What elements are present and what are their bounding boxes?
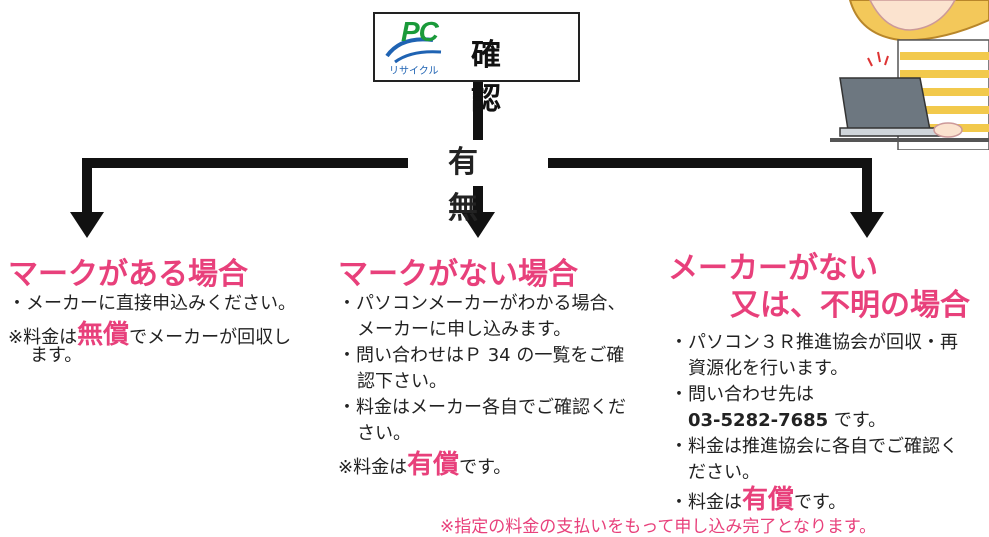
col2-line4: 認下さい。 [357, 371, 447, 392]
pc-recycle-logo-icon [385, 37, 442, 64]
col3-fee-line: ・料金は有償です。 [670, 487, 846, 516]
col2-line2: メーカーに申し込みます。 [357, 319, 572, 340]
col3-fee-word: 有償 [742, 485, 795, 515]
col2-fee-suffix: です。 [459, 457, 512, 478]
col2-line6: さい。 [357, 423, 411, 444]
connector-left [82, 158, 92, 220]
col3-fee-prefix: ・料金は [670, 492, 742, 513]
col1-fee-cont: ます。 [30, 345, 83, 366]
heading-unknown: 又は、不明の場合 [730, 288, 970, 323]
col2-fee-line: ※料金は有償です。 [338, 452, 511, 481]
arrow-right [850, 212, 884, 238]
col3-line6: ださい。 [688, 462, 760, 483]
col2-line3: ・問い合わせはＰ 34 の一覧をご確 [338, 345, 625, 366]
heading-mark-present: マークがある場合 [8, 257, 248, 292]
heading-no-maker: メーカーがない [668, 251, 878, 286]
col2-line5: ・料金はメーカー各自でご確認くだ [338, 397, 626, 418]
arrow-left [70, 212, 104, 238]
col3-phone: 03-5282-7685 [688, 410, 829, 431]
pc-logo-text: PC [401, 16, 439, 47]
connector-right [862, 158, 872, 220]
presence-label: 有 無 [408, 140, 548, 226]
col3-line5: ・料金は推進協会に各自でご確認く [670, 436, 958, 457]
heading-mark-absent: マークがない場合 [338, 257, 578, 292]
col3-line3: ・問い合わせ先は [670, 384, 814, 405]
connector-middle [473, 186, 483, 220]
pc-logo-subtext: リサイクル [389, 66, 439, 77]
footer-note: ※指定の料金の支払いをもって申し込み完了となります。 [440, 517, 877, 537]
arrow-middle [461, 212, 495, 238]
col3-line2: 資源化を行います。 [688, 358, 849, 379]
col3-fee-suffix: です。 [794, 492, 847, 513]
col1-fee-word: 無償 [77, 320, 130, 350]
col1-fee-prefix: ※料金は [8, 327, 78, 348]
col1-fee-suffix: でメーカーが回収し [129, 327, 292, 348]
col3-phone-line: 03-5282-7685 です。 [688, 408, 886, 434]
col1-fee-line: ※料金は無償でメーカーが回収し [8, 322, 291, 351]
woman-laptop-illustration-icon [830, 0, 989, 150]
col3-line1: ・パソコン３Ｒ推進協会が回収・再 [670, 332, 958, 353]
connector-stem [473, 82, 483, 144]
col1-line1: ・メーカーに直接申込みください。 [8, 293, 296, 314]
confirm-box: PC リサイクル 確 認 [373, 12, 580, 117]
confirm-title: 確 認 [471, 38, 523, 117]
col2-fee-prefix: ※料金は [338, 457, 408, 478]
col2-fee-word: 有償 [407, 450, 460, 480]
col3-phone-suffix: です。 [828, 410, 887, 431]
col2-line1: ・パソコンメーカーがわかる場合、 [338, 293, 626, 314]
